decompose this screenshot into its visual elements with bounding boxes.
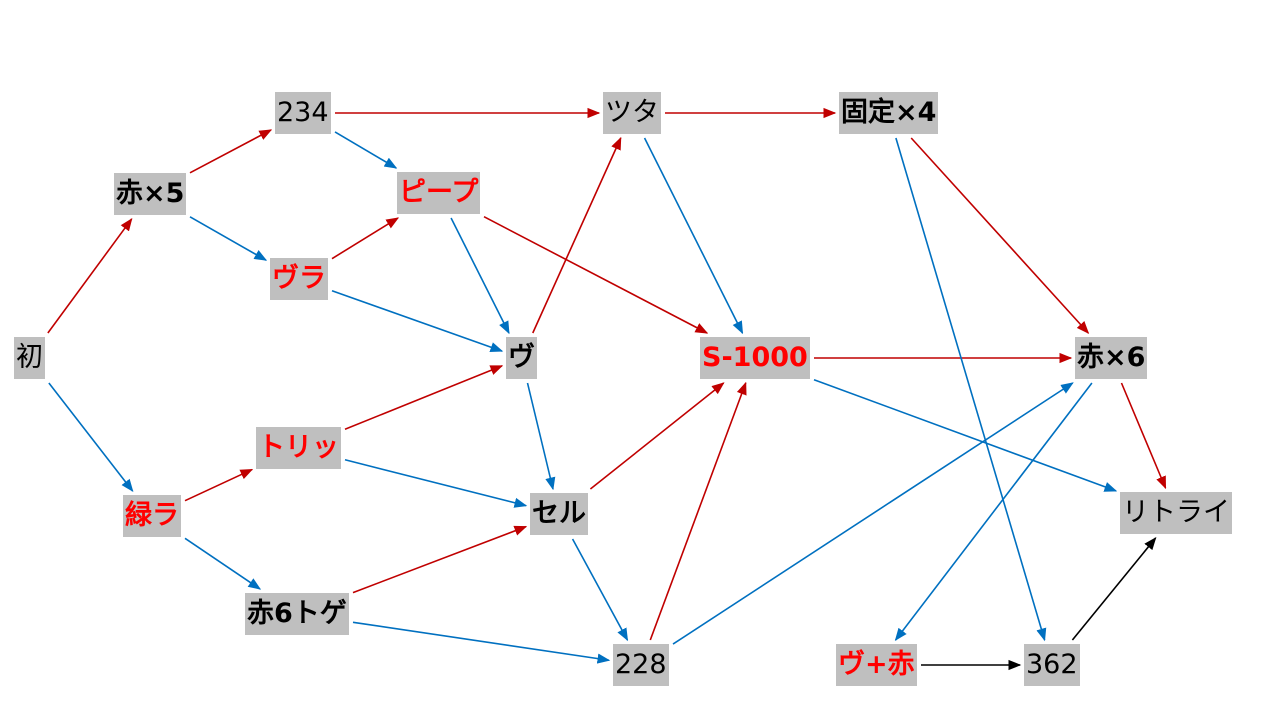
- node-midora: 緑ラ: [123, 495, 181, 537]
- edge-piipu-to-s1000: [483, 216, 709, 334]
- edge-kotei4-to-n362: [895, 137, 1047, 642]
- edge-vu-to-seru: [526, 382, 556, 491]
- edge-toritsu-to-vu: [344, 365, 504, 430]
- edge-n234-to-piipu: [334, 131, 398, 169]
- edge-vu-to-tsuta: [532, 136, 622, 334]
- node-234: 234: [275, 92, 331, 134]
- edge-aka6-to-retry: [1120, 382, 1167, 490]
- edge-tsuta-to-s1000: [643, 137, 744, 335]
- edge-midora-to-toritsu: [184, 468, 254, 502]
- edge-n228-to-aka6: [672, 382, 1074, 645]
- node-aka6: 赤×6: [1075, 337, 1148, 379]
- node-toritsu: トリッ: [256, 427, 341, 469]
- edge-midora-to-aka6toge: [184, 537, 262, 590]
- edge-s1000-to-retry: [813, 378, 1118, 492]
- node-kotei4: 固定×4: [839, 92, 939, 134]
- edge-aka6-to-vuaka: [894, 382, 1093, 642]
- edge-toritsu-to-seru: [344, 459, 528, 508]
- node-362: 362: [1024, 644, 1080, 686]
- node-retry: リトライ: [1120, 492, 1232, 534]
- edge-aka6toge-to-seru: [352, 525, 528, 594]
- edge-hatsu-to-midora: [48, 382, 134, 493]
- edge-vura-to-piipu: [331, 217, 400, 260]
- edge-hatsu-to-aka5: [47, 217, 133, 334]
- node-aka6toge: 赤6トゲ: [245, 593, 349, 635]
- edge-seru-to-n228: [571, 538, 629, 642]
- edge-n362-to-retry: [1071, 537, 1157, 641]
- edge-aka5-to-n234: [189, 129, 273, 174]
- node-hatsu: 初: [14, 337, 45, 379]
- edge-vura-to-vu: [331, 289, 504, 353]
- node-s1000: S-1000: [700, 337, 810, 379]
- edge-n228-to-s1000: [649, 381, 747, 641]
- edge-piipu-to-vu: [450, 217, 510, 335]
- edge-aka5-to-vura: [189, 216, 268, 261]
- edge-kotei4-to-aka6: [910, 137, 1090, 334]
- node-vura: ヴラ: [270, 258, 328, 300]
- node-228: 228: [613, 644, 669, 686]
- node-aka5: 赤×5: [114, 173, 187, 215]
- edge-aka6toge-to-n228: [352, 621, 611, 664]
- node-vu: ヴ: [506, 337, 537, 379]
- node-seru: セル: [530, 493, 588, 535]
- node-vuaka: ヴ+赤: [836, 644, 917, 686]
- node-tsuta: ツタ: [603, 92, 661, 134]
- edge-seru-to-s1000: [589, 382, 725, 490]
- node-piipu: ピープ: [397, 172, 481, 214]
